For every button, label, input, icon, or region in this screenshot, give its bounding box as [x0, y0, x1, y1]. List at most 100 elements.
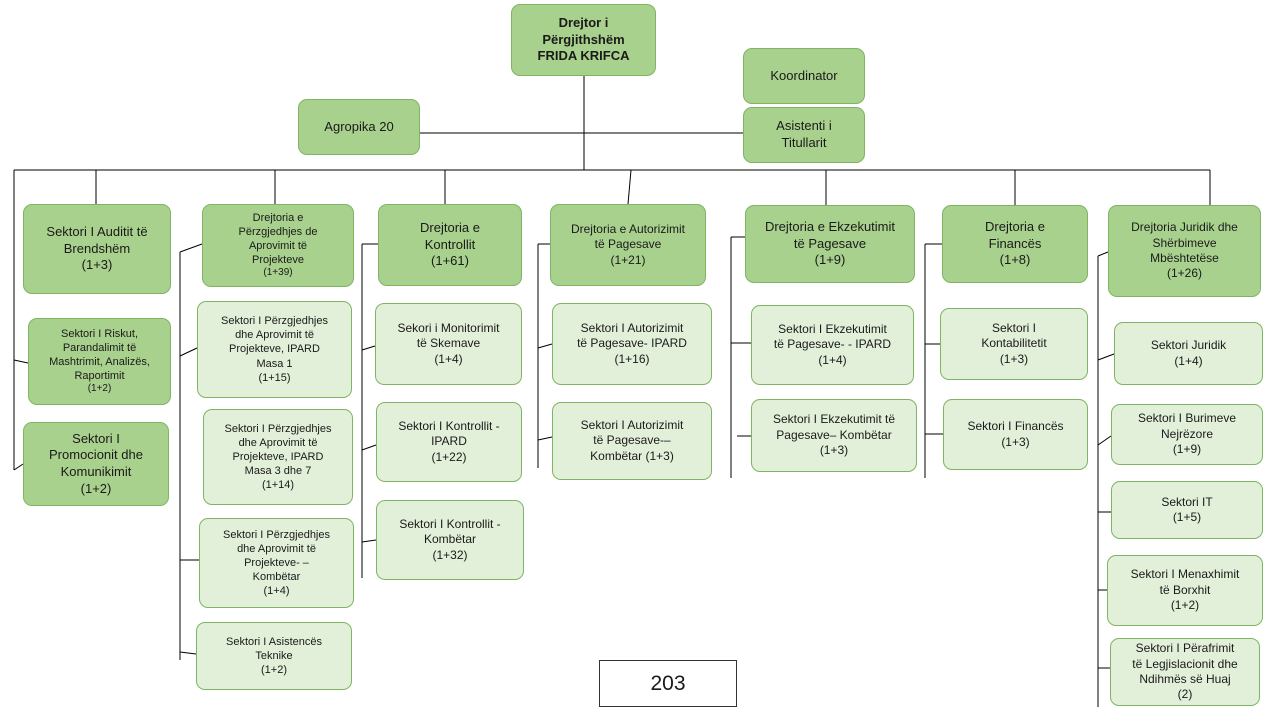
unit-line: dhe Aprovimit të: [237, 542, 316, 555]
it-sector-box[interactable]: Sektori IT (1+5): [1111, 481, 1263, 539]
unit-line: (1+8): [999, 252, 1031, 268]
unit-line: të Borxhit: [1159, 582, 1211, 597]
unit-line: (1+2): [261, 664, 287, 677]
control-ipard-box[interactable]: Sektori I Kontrollit - IPARD (1+22): [376, 402, 522, 482]
unit-line: Promocionit dhe: [49, 447, 143, 463]
unit-line: Projekteve, IPARD: [232, 450, 324, 463]
promotion-sector-box[interactable]: Sektori I Promocionit dhe Komunikimit (1…: [23, 422, 169, 506]
unit-line: (1+2): [1170, 598, 1200, 613]
unit-line: Sektori I Përafrimit: [1135, 641, 1235, 656]
unit-line: (1+2): [87, 383, 112, 395]
finance-sector-box[interactable]: Sektori I Financës (1+3): [943, 399, 1088, 470]
head-line-1: Drejtor i: [558, 15, 609, 31]
assistant-line-2: Titullarit: [781, 135, 827, 150]
unit-line: Projekteve: [252, 254, 304, 267]
unit-line: Sektori I Ekzekutimit të: [772, 412, 896, 427]
unit-line: Projekteve, IPARD: [229, 343, 320, 356]
unit-line: Sektori I Auditit të: [46, 224, 148, 240]
unit-line: të Pagesave-–: [593, 433, 671, 448]
head-line-3: FRIDA KRIFCA: [537, 48, 630, 64]
unit-line: (1+15): [258, 371, 291, 384]
authorization-ipard-box[interactable]: Sektori I Autorizimit të Pagesave- IPARD…: [552, 303, 712, 385]
execution-ipard-box[interactable]: Sektori I Ekzekutimit të Pagesave- - IPA…: [751, 305, 914, 385]
unit-line: (1+9): [1172, 442, 1202, 457]
selection-directorate-box[interactable]: Drejtoria e Përzgjedhjes de Aprovimit të…: [202, 204, 354, 287]
unit-line: Drejtoria e: [252, 211, 304, 224]
unit-line: (1+5): [1172, 510, 1202, 524]
unit-line: të Pagesave- - IPARD: [773, 337, 892, 352]
unit-line: Parandalimit të: [62, 342, 137, 355]
unit-line: (2): [1177, 687, 1193, 702]
unit-line: Drejtoria e Ekzekutimit: [764, 219, 896, 235]
director-general-box[interactable]: Drejtor i Përgjithshëm FRIDA KRIFCA: [511, 4, 656, 76]
unit-line: (1+21): [610, 252, 646, 267]
authorization-directorate-box[interactable]: Drejtoria e Autorizimit të Pagesave (1+2…: [550, 204, 706, 286]
unit-line: Pagesave– Kombëtar: [776, 427, 892, 442]
unit-line: (1+2): [80, 480, 112, 496]
legislation-approximation-box[interactable]: Sektori I Përafrimit të Legjislacionit d…: [1110, 638, 1260, 706]
unit-line: Brendshëm: [63, 240, 131, 256]
assistant-line-1: Asistenti i: [776, 118, 832, 134]
unit-line: Sektori I Ekzekutimit: [778, 321, 887, 336]
unit-line: Sektori I Përzgjedhjes: [221, 315, 328, 328]
technical-assistance-box[interactable]: Sektori I Asistencës Teknike (1+2): [196, 622, 352, 690]
legal-sector-box[interactable]: Sektori Juridik (1+4): [1114, 322, 1263, 385]
unit-line: (1+22): [431, 449, 467, 464]
unit-line: (1+39): [263, 267, 293, 279]
unit-line: Projekteve- –: [244, 556, 309, 569]
unit-line: IPARD: [431, 434, 467, 449]
unit-line: Sektori I Burimeve: [1137, 411, 1237, 426]
unit-line: Masa 3 dhe 7: [244, 465, 312, 478]
total-staff-value: 203: [650, 671, 686, 695]
unit-line: të Skemave: [416, 336, 481, 351]
unit-line: (1+16): [614, 351, 650, 366]
unit-line: dhe Aprovimit të: [238, 436, 318, 449]
unit-line: Sektori IT: [1161, 494, 1213, 509]
unit-line: (1+4): [434, 351, 463, 366]
unit-line: Drejtoria e Autorizimit: [570, 221, 686, 236]
accounting-sector-box[interactable]: Sektori I Kontabilitetit (1+3): [940, 308, 1088, 380]
unit-line: Sektori I Përzgjedhjes: [224, 422, 332, 435]
unit-line: Mbështetëse: [1150, 251, 1219, 265]
unit-line: (1+3): [1001, 434, 1030, 449]
unit-line: Mashtrimit, Analizës,: [49, 356, 150, 369]
control-national-box[interactable]: Sektori I Kontrollit - Kombëtar (1+32): [376, 500, 524, 580]
unit-line: (1+4): [818, 352, 847, 367]
unit-line: Sektori I Kontrollit -: [399, 516, 501, 531]
coordinator-label: Koordinator: [770, 67, 838, 83]
selection-ipard-m3-7-box[interactable]: Sektori I Përzgjedhjes dhe Aprovimit të …: [203, 409, 353, 505]
control-directorate-box[interactable]: Drejtoria e Kontrollit (1+61): [378, 204, 522, 286]
unit-line: (1+4): [263, 585, 290, 598]
unit-line: Kombëtar: [252, 571, 301, 584]
audit-sector-box[interactable]: Sektori I Auditit të Brendshëm (1+3): [23, 204, 171, 294]
execution-directorate-box[interactable]: Drejtoria e Ekzekutimit të Pagesave (1+9…: [745, 205, 915, 283]
execution-national-box[interactable]: Sektori I Ekzekutimit të Pagesave– Kombë…: [751, 399, 917, 472]
unit-line: Sektori I Autorizimit: [580, 417, 684, 432]
total-staff-box: 203: [599, 660, 737, 707]
coordinator-box[interactable]: Koordinator: [743, 48, 865, 104]
unit-line: Shërbimeve: [1152, 235, 1217, 250]
finance-directorate-box[interactable]: Drejtoria e Financës (1+8): [942, 205, 1088, 283]
unit-line: Kombëtar (1+3): [590, 448, 674, 463]
unit-line: Kombëtar: [423, 532, 477, 547]
unit-line: Ndihmës së Huaj: [1139, 672, 1231, 686]
unit-line: (1+3): [999, 351, 1029, 366]
hr-sector-box[interactable]: Sektori I Burimeve Nejrëzore (1+9): [1111, 404, 1263, 465]
unit-line: të Legjislacionit dhe: [1132, 656, 1238, 671]
assistant-box[interactable]: Asistenti i Titullarit: [743, 107, 865, 163]
agropika-box[interactable]: Agropika 20: [298, 99, 420, 155]
selection-national-box[interactable]: Sektori I Përzgjedhjes dhe Aprovimit të …: [199, 518, 354, 608]
unit-line: Masa 1: [256, 357, 293, 370]
unit-line: Sektori Juridik: [1150, 338, 1227, 353]
debt-management-box[interactable]: Sektori I Menaxhimit të Borxhit (1+2): [1107, 555, 1263, 626]
unit-line: Drejtoria e: [420, 220, 480, 236]
selection-ipard-m1-box[interactable]: Sektori I Përzgjedhjes dhe Aprovimit të …: [197, 301, 352, 398]
legal-directorate-box[interactable]: Drejtoria Juridik dhe Shërbimeve Mbështe…: [1108, 205, 1261, 297]
risk-sector-box[interactable]: Sektori I Riskut, Parandalimit të Mashtr…: [28, 318, 171, 405]
unit-line: Sektori I Autorizimit: [580, 320, 684, 335]
unit-line: Kontabilitetit: [981, 336, 1047, 351]
unit-line: Përzgjedhjes de: [238, 226, 318, 239]
unit-line: Aprovimit të: [248, 240, 308, 253]
authorization-national-box[interactable]: Sektori I Autorizimit të Pagesave-– Komb…: [552, 402, 712, 480]
monitoring-sector-box[interactable]: Sekori i Monitorimit të Skemave (1+4): [375, 303, 522, 385]
